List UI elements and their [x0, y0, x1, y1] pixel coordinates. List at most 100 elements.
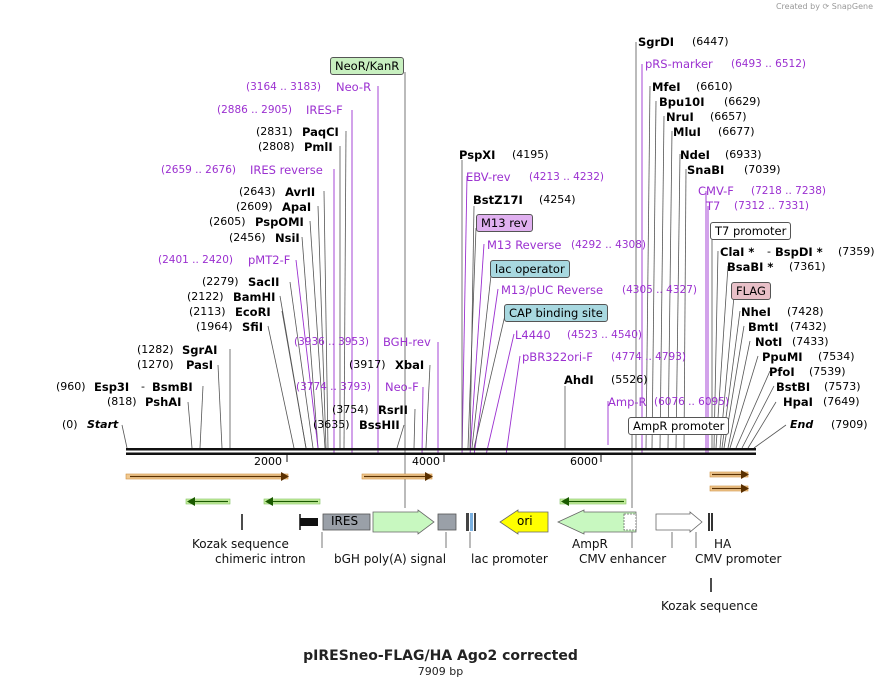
- site-name[interactable]: SgrDI: [638, 35, 675, 49]
- site-name[interactable]: PasI: [186, 358, 214, 372]
- site-pos[interactable]: (1964): [196, 320, 233, 333]
- site-name[interactable]: NdeI: [680, 148, 710, 162]
- ampr-label[interactable]: AmpR: [572, 537, 608, 551]
- site-pos[interactable]: (7534): [818, 350, 855, 363]
- site-name[interactable]: MluI: [673, 125, 701, 139]
- site-name[interactable]: SgrAI: [182, 343, 218, 357]
- site-pos[interactable]: (7539): [809, 365, 846, 378]
- site-name[interactable]: HpaI: [783, 395, 813, 409]
- site-pos[interactable]: (7039): [744, 163, 781, 176]
- site-pos[interactable]: (7433): [792, 335, 829, 348]
- site-pos[interactable]: (4254): [539, 193, 576, 206]
- site-name[interactable]: PshAI: [145, 395, 182, 409]
- feature-pos[interactable]: (4213 .. 4232): [529, 171, 604, 183]
- feature-name[interactable]: IRES-F: [306, 103, 343, 117]
- site-name[interactable]: Bpu10I: [659, 95, 705, 109]
- site-pos[interactable]: (2609): [236, 200, 273, 213]
- site-name[interactable]: AhdI: [564, 373, 594, 387]
- feature-name[interactable]: Neo-F: [385, 380, 419, 394]
- feature-pos[interactable]: (3774 .. 3793): [296, 381, 371, 393]
- site-name[interactable]: BsmBI: [152, 380, 193, 394]
- site-name[interactable]: AvrII: [285, 185, 316, 199]
- feature-name[interactable]: CMV-F: [698, 184, 734, 198]
- site-name[interactable]: RsrII: [378, 403, 408, 417]
- site-pos[interactable]: (2808): [258, 140, 295, 153]
- site-name[interactable]: BspDI *: [775, 245, 823, 259]
- site-name[interactable]: Esp3I: [94, 380, 130, 394]
- feature-name[interactable]: T7: [706, 199, 721, 213]
- site-pos[interactable]: (6677): [718, 125, 755, 138]
- site-name[interactable]: BamHI: [233, 290, 276, 304]
- site-pos[interactable]: (6610): [696, 80, 733, 93]
- site-name[interactable]: MfeI: [652, 80, 681, 94]
- site-pos[interactable]: (2279): [202, 275, 239, 288]
- site-name[interactable]: ApaI: [282, 200, 312, 214]
- feature-pos[interactable]: (6493 .. 6512): [731, 58, 806, 70]
- cmv-promoter-label[interactable]: CMV promoter: [695, 552, 782, 566]
- feature-pos[interactable]: (4305 .. 4327): [622, 284, 697, 296]
- site-pos[interactable]: (2643): [239, 185, 276, 198]
- feature-box-flag[interactable]: FLAG: [731, 282, 771, 300]
- feature-name[interactable]: EBV-rev: [466, 170, 511, 184]
- feature-name[interactable]: pRS-marker: [645, 57, 713, 71]
- site-name[interactable]: PaqCI: [302, 125, 339, 139]
- feature-box-ampr-promoter[interactable]: AmpR promoter: [628, 417, 730, 435]
- feature-name[interactable]: M13/pUC Reverse: [501, 283, 604, 297]
- site-pos[interactable]: (2605): [209, 215, 246, 228]
- feature-name[interactable]: L4440: [515, 328, 551, 342]
- site-pos[interactable]: (7432): [790, 320, 827, 333]
- feature-pos[interactable]: (3164 .. 3183): [246, 81, 321, 93]
- feature-pos[interactable]: (4523 .. 4540): [567, 329, 642, 341]
- site-name[interactable]: PspOMI: [255, 215, 304, 229]
- site-name[interactable]: NsiI: [275, 231, 300, 245]
- feature-name[interactable]: IRES reverse: [250, 163, 323, 177]
- site-name[interactable]: NheI: [741, 305, 771, 319]
- site-name[interactable]: PpuMI: [762, 350, 803, 364]
- site-pos[interactable]: (960): [56, 380, 86, 393]
- feature-name[interactable]: Neo-R: [336, 80, 372, 94]
- site-name[interactable]: XbaI: [395, 358, 425, 372]
- site-name[interactable]: SfiI: [242, 320, 264, 334]
- feature-pos[interactable]: (3936 .. 3953): [294, 336, 369, 348]
- feature-name[interactable]: BGH-rev: [383, 335, 431, 349]
- feature-box-t7-promoter[interactable]: T7 promoter: [710, 222, 792, 240]
- kozak-label-2[interactable]: Kozak sequence: [661, 599, 758, 613]
- site-pos[interactable]: (4195): [512, 148, 549, 161]
- site-pos[interactable]: (7428): [787, 305, 824, 318]
- feature-pos[interactable]: (2659 .. 2676): [161, 164, 236, 176]
- site-pos[interactable]: (1270): [137, 358, 174, 371]
- feature-box-lac-operator[interactable]: lac operator: [490, 260, 570, 278]
- site-name[interactable]: BsaBI *: [727, 260, 774, 274]
- site-name[interactable]: SnaBI: [687, 163, 725, 177]
- feature-name[interactable]: M13 Reverse: [487, 238, 562, 252]
- feature-name[interactable]: pBR322ori-F: [522, 350, 593, 364]
- site-pos[interactable]: (7649): [823, 395, 860, 408]
- feature-pos[interactable]: (7312 .. 7331): [734, 200, 809, 212]
- site-name[interactable]: PfoI: [769, 365, 795, 379]
- site-pos[interactable]: (1282): [137, 343, 174, 356]
- site-pos[interactable]: (6629): [724, 95, 761, 108]
- site-pos[interactable]: (2122): [187, 290, 224, 303]
- site-name[interactable]: PmlI: [304, 140, 333, 154]
- site-name[interactable]: BstZ17I: [473, 193, 523, 207]
- ires-label[interactable]: IRES: [331, 514, 359, 528]
- site-pos[interactable]: (6657): [710, 110, 747, 123]
- feature-pos[interactable]: (4292 .. 4308): [571, 239, 646, 251]
- site-pos[interactable]: (2831): [256, 125, 293, 138]
- site-name[interactable]: BstBI: [776, 380, 811, 394]
- site-pos[interactable]: (6447): [692, 35, 729, 48]
- site-pos[interactable]: (2113): [189, 305, 226, 318]
- chimeric-intron-label[interactable]: chimeric intron: [215, 552, 306, 566]
- lac-promoter-label[interactable]: lac promoter: [471, 552, 548, 566]
- site-name[interactable]: NruI: [666, 110, 694, 124]
- site-pos[interactable]: (7361): [789, 260, 826, 273]
- ha-label[interactable]: HA: [714, 537, 732, 551]
- feature-box-cap[interactable]: CAP binding site: [504, 304, 608, 322]
- site-pos[interactable]: (3635): [313, 418, 350, 431]
- site-pos[interactable]: (6933): [725, 148, 762, 161]
- site-name[interactable]: BmtI: [748, 320, 779, 334]
- feature-box-neor[interactable]: NeoR/KanR: [330, 57, 405, 75]
- site-pos[interactable]: (3754): [332, 403, 369, 416]
- site-pos[interactable]: (7359): [838, 245, 875, 258]
- site-name[interactable]: BssHII: [359, 418, 400, 432]
